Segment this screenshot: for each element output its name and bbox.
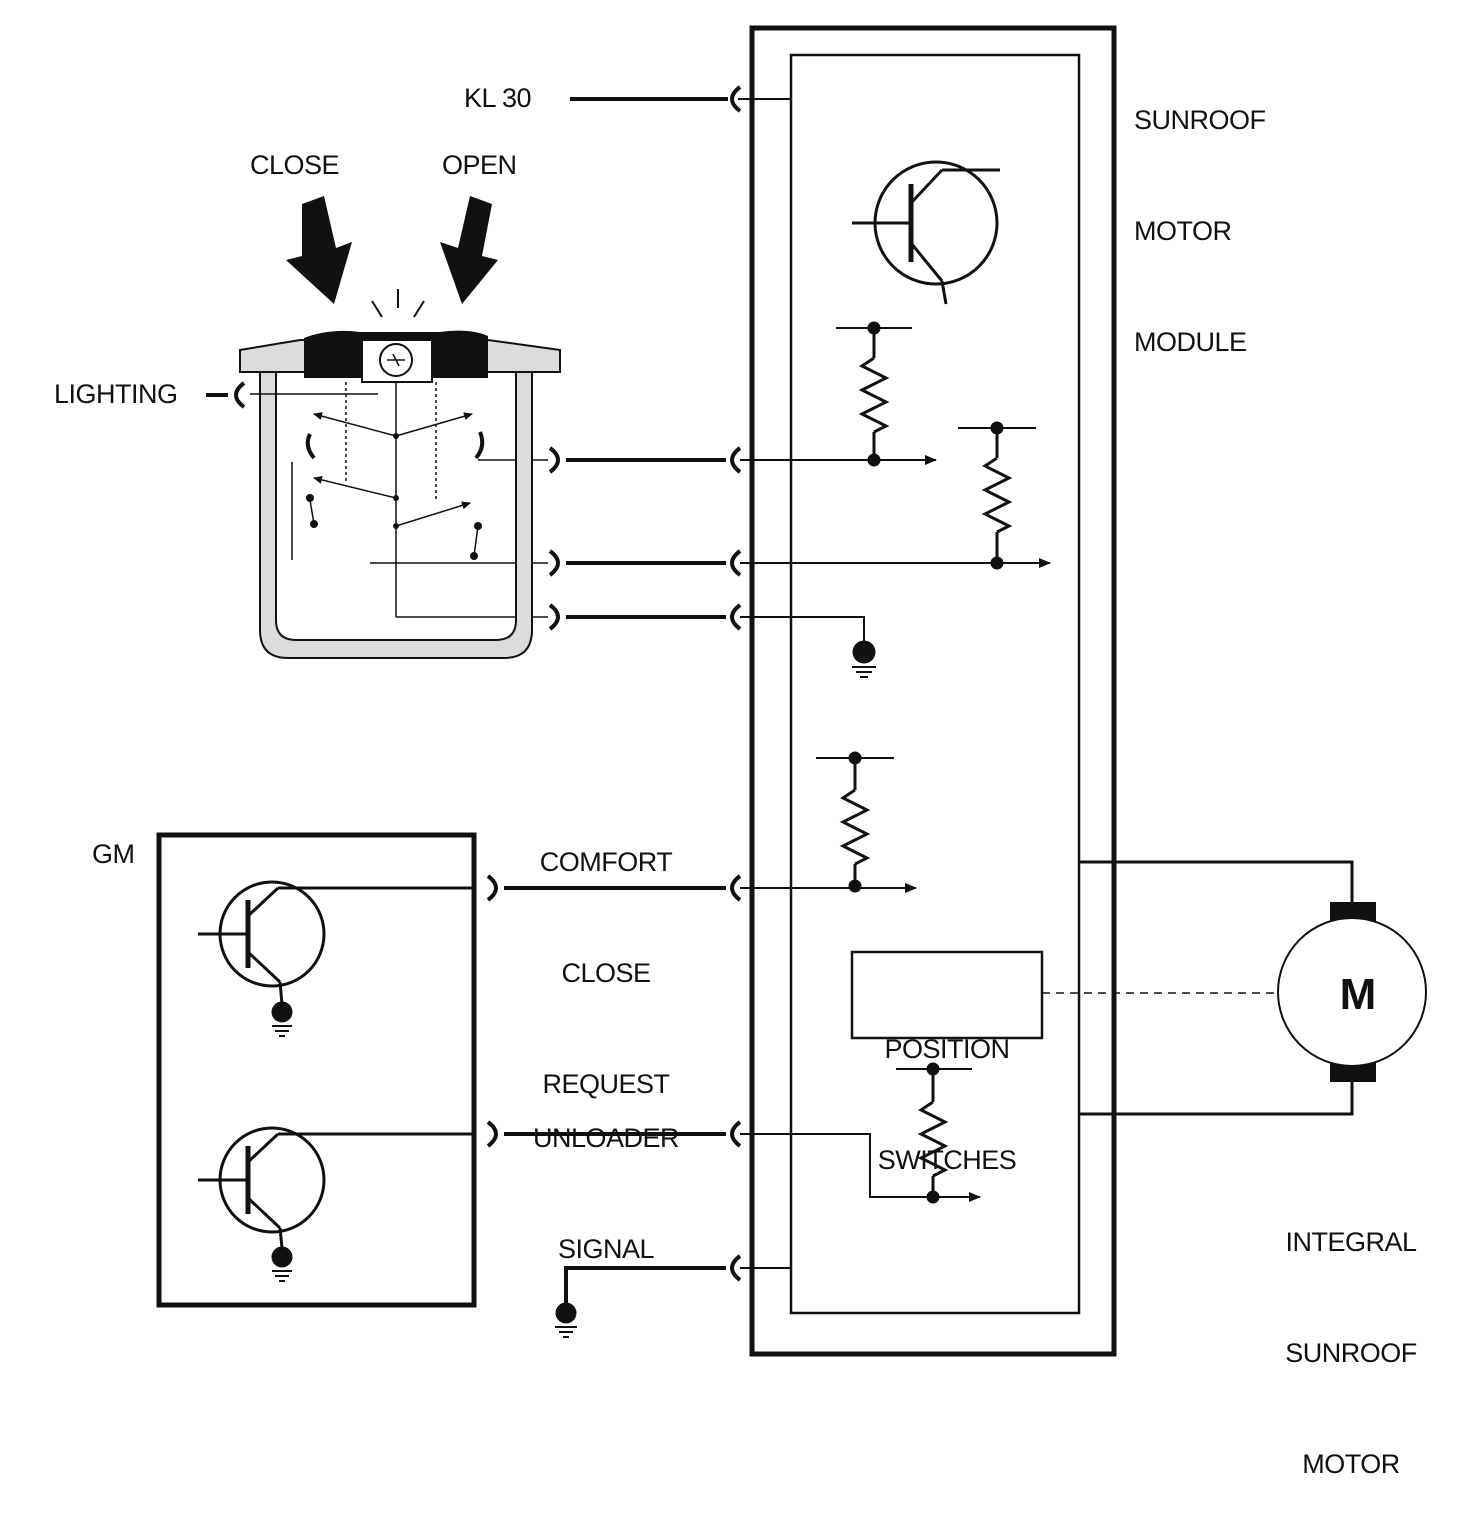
pullup-resistor-1 [836, 321, 912, 467]
module-ground-wire [564, 1254, 791, 1304]
close-arrow-icon [286, 196, 352, 304]
motor-brush-bottom-icon [1330, 1062, 1376, 1082]
module-label: SUNROOF MOTOR MODULE [1134, 105, 1266, 357]
motor-symbol-label: M [1340, 970, 1377, 1019]
lighting-label: LIGHTING [54, 379, 178, 409]
sunroof-switch-assembly [239, 289, 561, 659]
lighting-connector [206, 381, 246, 409]
integral-sunroof-motor-label: INTEGRAL SUNROOF MOTOR [1285, 1227, 1417, 1479]
motor-brush-top-icon [1330, 902, 1376, 922]
external-ground-icon [555, 1302, 577, 1338]
gm-transistor-1-icon [198, 880, 474, 1037]
comfort-close-request-label: COMFORT CLOSE REQUEST [539, 847, 673, 1099]
unloader-signal-wire [486, 1120, 981, 1202]
position-switches-box [850, 950, 1280, 1040]
gm-transistor-2-icon [198, 1126, 474, 1282]
gm-label: GM [92, 839, 135, 869]
unloader-signal-label: UNLOADER SIGNAL [532, 1123, 680, 1264]
open-label: OPEN [442, 150, 517, 180]
sunroof-motor-module [749, 25, 1117, 1357]
close-label: CLOSE [250, 150, 340, 180]
motor-wiring [1079, 860, 1354, 1116]
kl30-wire [570, 85, 791, 113]
position-switches-label: POSITION SWITCHES [877, 1034, 1017, 1175]
lamp-glow-icon [371, 289, 425, 318]
comfort-close-wire [486, 874, 917, 902]
pullup-resistor-2 [958, 421, 1036, 570]
open-signal-wire [478, 446, 937, 474]
gm-module [156, 832, 477, 1308]
open-arrow-icon [440, 196, 498, 304]
module-ground-icon [852, 640, 876, 678]
module-transistor-icon [852, 160, 1000, 305]
pullup-resistor-4 [896, 1062, 972, 1204]
motor-icon: M [1277, 917, 1427, 1067]
pullup-resistor-3 [816, 751, 894, 893]
kl30-label: KL 30 [464, 83, 532, 113]
sunroof-wiring-diagram: M [156, 25, 1427, 1357]
